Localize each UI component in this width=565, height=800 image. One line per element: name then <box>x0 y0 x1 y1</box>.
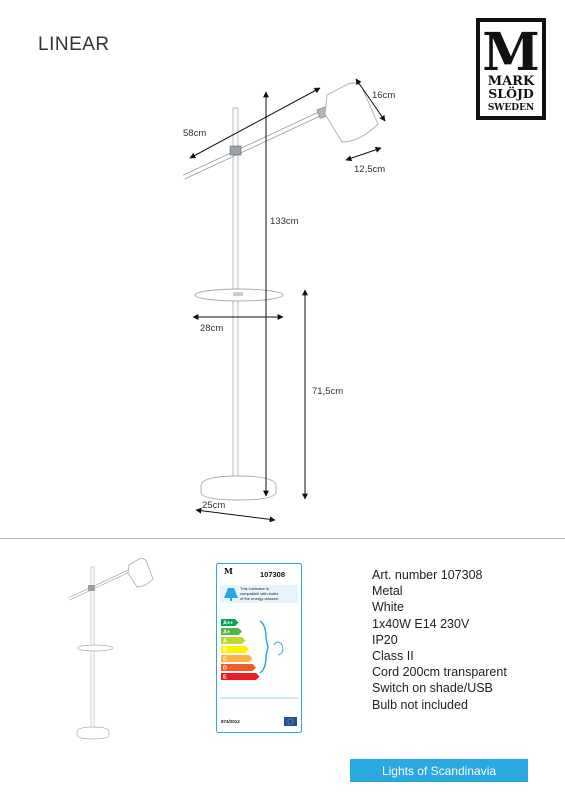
dim-line-base <box>195 507 276 523</box>
dim-line-shade-height <box>355 78 386 122</box>
dim-line-arm <box>189 87 321 159</box>
dim-label-shade-diameter: 12,5cm <box>354 164 386 175</box>
energy-art-number: 107308 <box>260 570 285 579</box>
energy-text-3: of the energy classes: <box>240 596 279 601</box>
dim-line-shade-diameter <box>345 146 382 162</box>
eu-flag-icon <box>284 717 297 726</box>
energy-class-label: E <box>223 675 227 681</box>
lamp-shade <box>316 82 379 143</box>
dim-label-total-height: 133cm <box>270 216 299 227</box>
energy-class-bar <box>221 628 242 635</box>
energy-class-bar <box>221 655 253 662</box>
spec-item: Cord 200cm transparent <box>372 665 507 680</box>
energy-text-2: compatible with bulbs <box>240 591 278 596</box>
dim-label-base: 25cm <box>202 500 226 511</box>
logo-letter: M <box>482 22 540 83</box>
lamp-base <box>200 475 277 501</box>
spec-item: Art. number 107308 <box>372 568 483 582</box>
energy-class-bar <box>221 673 260 680</box>
energy-regulation: 874/2012 <box>221 719 240 724</box>
spec-item: IP20 <box>372 632 398 647</box>
spec-item: Class II <box>372 649 414 664</box>
product-title: LINEAR <box>38 34 110 55</box>
energy-class-bar <box>221 646 249 653</box>
spec-item: Switch on shade/USB <box>372 681 493 696</box>
spec-item: 1x40W E14 230V <box>372 616 470 631</box>
spec-item: Metal <box>372 584 403 599</box>
usb-port <box>233 292 243 296</box>
logo-sweden: SWEDEN <box>488 103 534 113</box>
energy-class-bar <box>221 637 246 644</box>
spec-item: Bulb not included <box>372 697 468 712</box>
logo-slojd: SLÖJD <box>488 85 534 101</box>
svg-text:M: M <box>224 566 233 576</box>
energy-text-1: This luminaire is <box>240 586 269 591</box>
footer-banner: Lights of Scandinavia <box>350 759 528 782</box>
lamp-thumbnail <box>68 558 154 740</box>
dim-label-shade-height: 16cm <box>372 90 396 101</box>
spec-list: Art. number 107308 Metal White 1x40W E14… <box>372 567 507 713</box>
lamp-drawing <box>182 78 386 523</box>
energy-class-bar <box>221 619 239 626</box>
energy-class-label: C <box>223 657 227 663</box>
section-divider <box>0 538 565 539</box>
logo-mark: MARK <box>488 74 535 89</box>
energy-class-label: A <box>223 639 227 645</box>
arm-joint <box>229 145 242 156</box>
spec-item: White <box>372 600 404 615</box>
energy-class-label: D <box>223 666 227 672</box>
brand-logo: M MARK SLÖJD SWEDEN <box>476 18 546 120</box>
energy-class-bar <box>221 664 256 671</box>
footer-tagline: Lights of Scandinavia <box>381 763 497 778</box>
energy-label: M 107308 This luminaire is compatible wi… <box>216 563 302 733</box>
lamp-arm <box>182 108 328 180</box>
dim-label-arm: 58cm <box>183 128 207 139</box>
dim-label-table: 28cm <box>200 323 224 334</box>
energy-class-label: A+ <box>223 630 230 636</box>
energy-class-label: B <box>223 648 227 654</box>
energy-class-label: A++ <box>223 621 233 627</box>
dim-label-table-height: 71,5cm <box>312 386 344 397</box>
